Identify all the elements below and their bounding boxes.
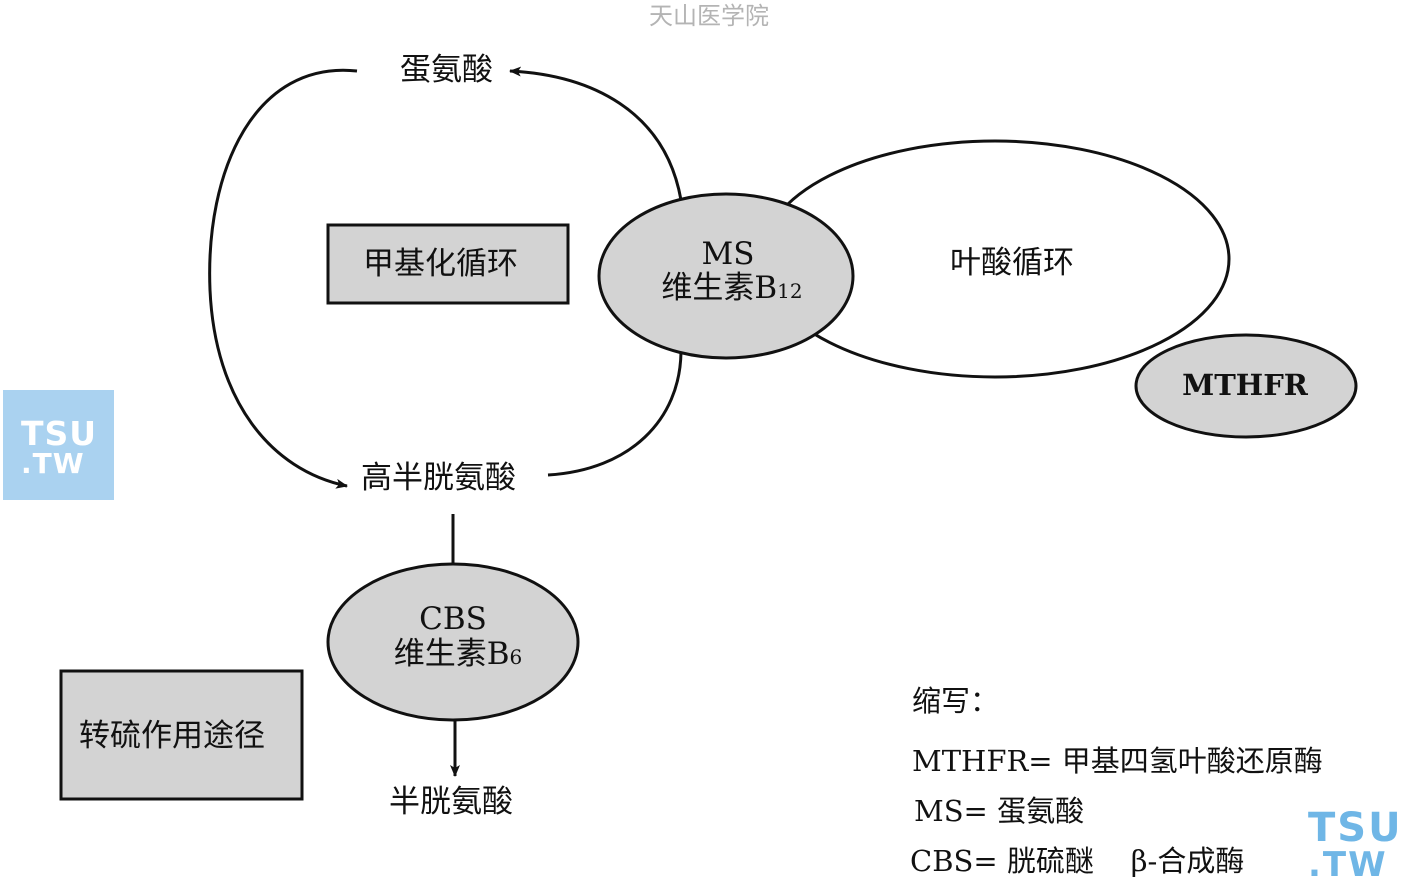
mthfr-enzyme-ellipse	[1134, 333, 1358, 439]
cysteine-label: 半胱氨酸	[389, 784, 513, 820]
methylation-arrow-left	[208, 68, 358, 489]
tsu-logo-right: TSU .TW	[1302, 806, 1418, 892]
transsulfuration-box	[59, 669, 304, 801]
legend-item-ms: MS= 蛋氨酸	[914, 794, 1085, 828]
ms-cofactor-text: 维生素B	[661, 270, 778, 306]
logo-right-line1: TSU	[1308, 805, 1403, 851]
cbs-enzyme-cofactor: 维生素B6	[394, 639, 523, 670]
logo-left-line2: .TW	[21, 447, 85, 480]
logo-left-line1: TSU	[21, 414, 98, 453]
cbs-enzyme-ellipse	[326, 562, 580, 722]
methylation-cycle-box	[326, 223, 570, 305]
tsu-logo-left: TSU .TW	[3, 390, 114, 500]
ms-enzyme-name: MS	[701, 236, 755, 272]
legend-title: 缩写：	[912, 684, 1000, 718]
ms-enzyme-cofactor: 维生素B12	[661, 273, 802, 304]
methylation-cycle-label: 甲基化循环	[363, 246, 518, 282]
transsulfuration-label: 转硫作用途径	[79, 718, 265, 754]
homocysteine-label: 高半胱氨酸	[361, 460, 516, 496]
watermark-text: 天山医学院	[649, 2, 769, 30]
mthfr-enzyme-label: MTHFR	[1182, 368, 1308, 402]
cbs-cofactor-text: 维生素B	[393, 636, 510, 672]
ms-cofactor-subscript: 12	[777, 279, 803, 303]
legend-item-mthfr: MTHFR= 甲基四氢叶酸还原酶	[912, 744, 1323, 778]
folate-cycle-label: 叶酸循环	[950, 245, 1074, 281]
methionine-label: 蛋氨酸	[400, 52, 493, 88]
cbs-cofactor-subscript: 6	[509, 645, 523, 669]
legend-item-cbs: CBS= 胱硫醚 β-合成酶	[910, 844, 1245, 878]
ms-enzyme-ellipse	[597, 192, 855, 360]
cbs-enzyme-name: CBS	[419, 601, 487, 637]
methylation-arrow-right	[509, 66, 683, 201]
logo-right-line2: .TW	[1308, 845, 1388, 885]
homocysteine-to-ms-line	[547, 351, 683, 477]
